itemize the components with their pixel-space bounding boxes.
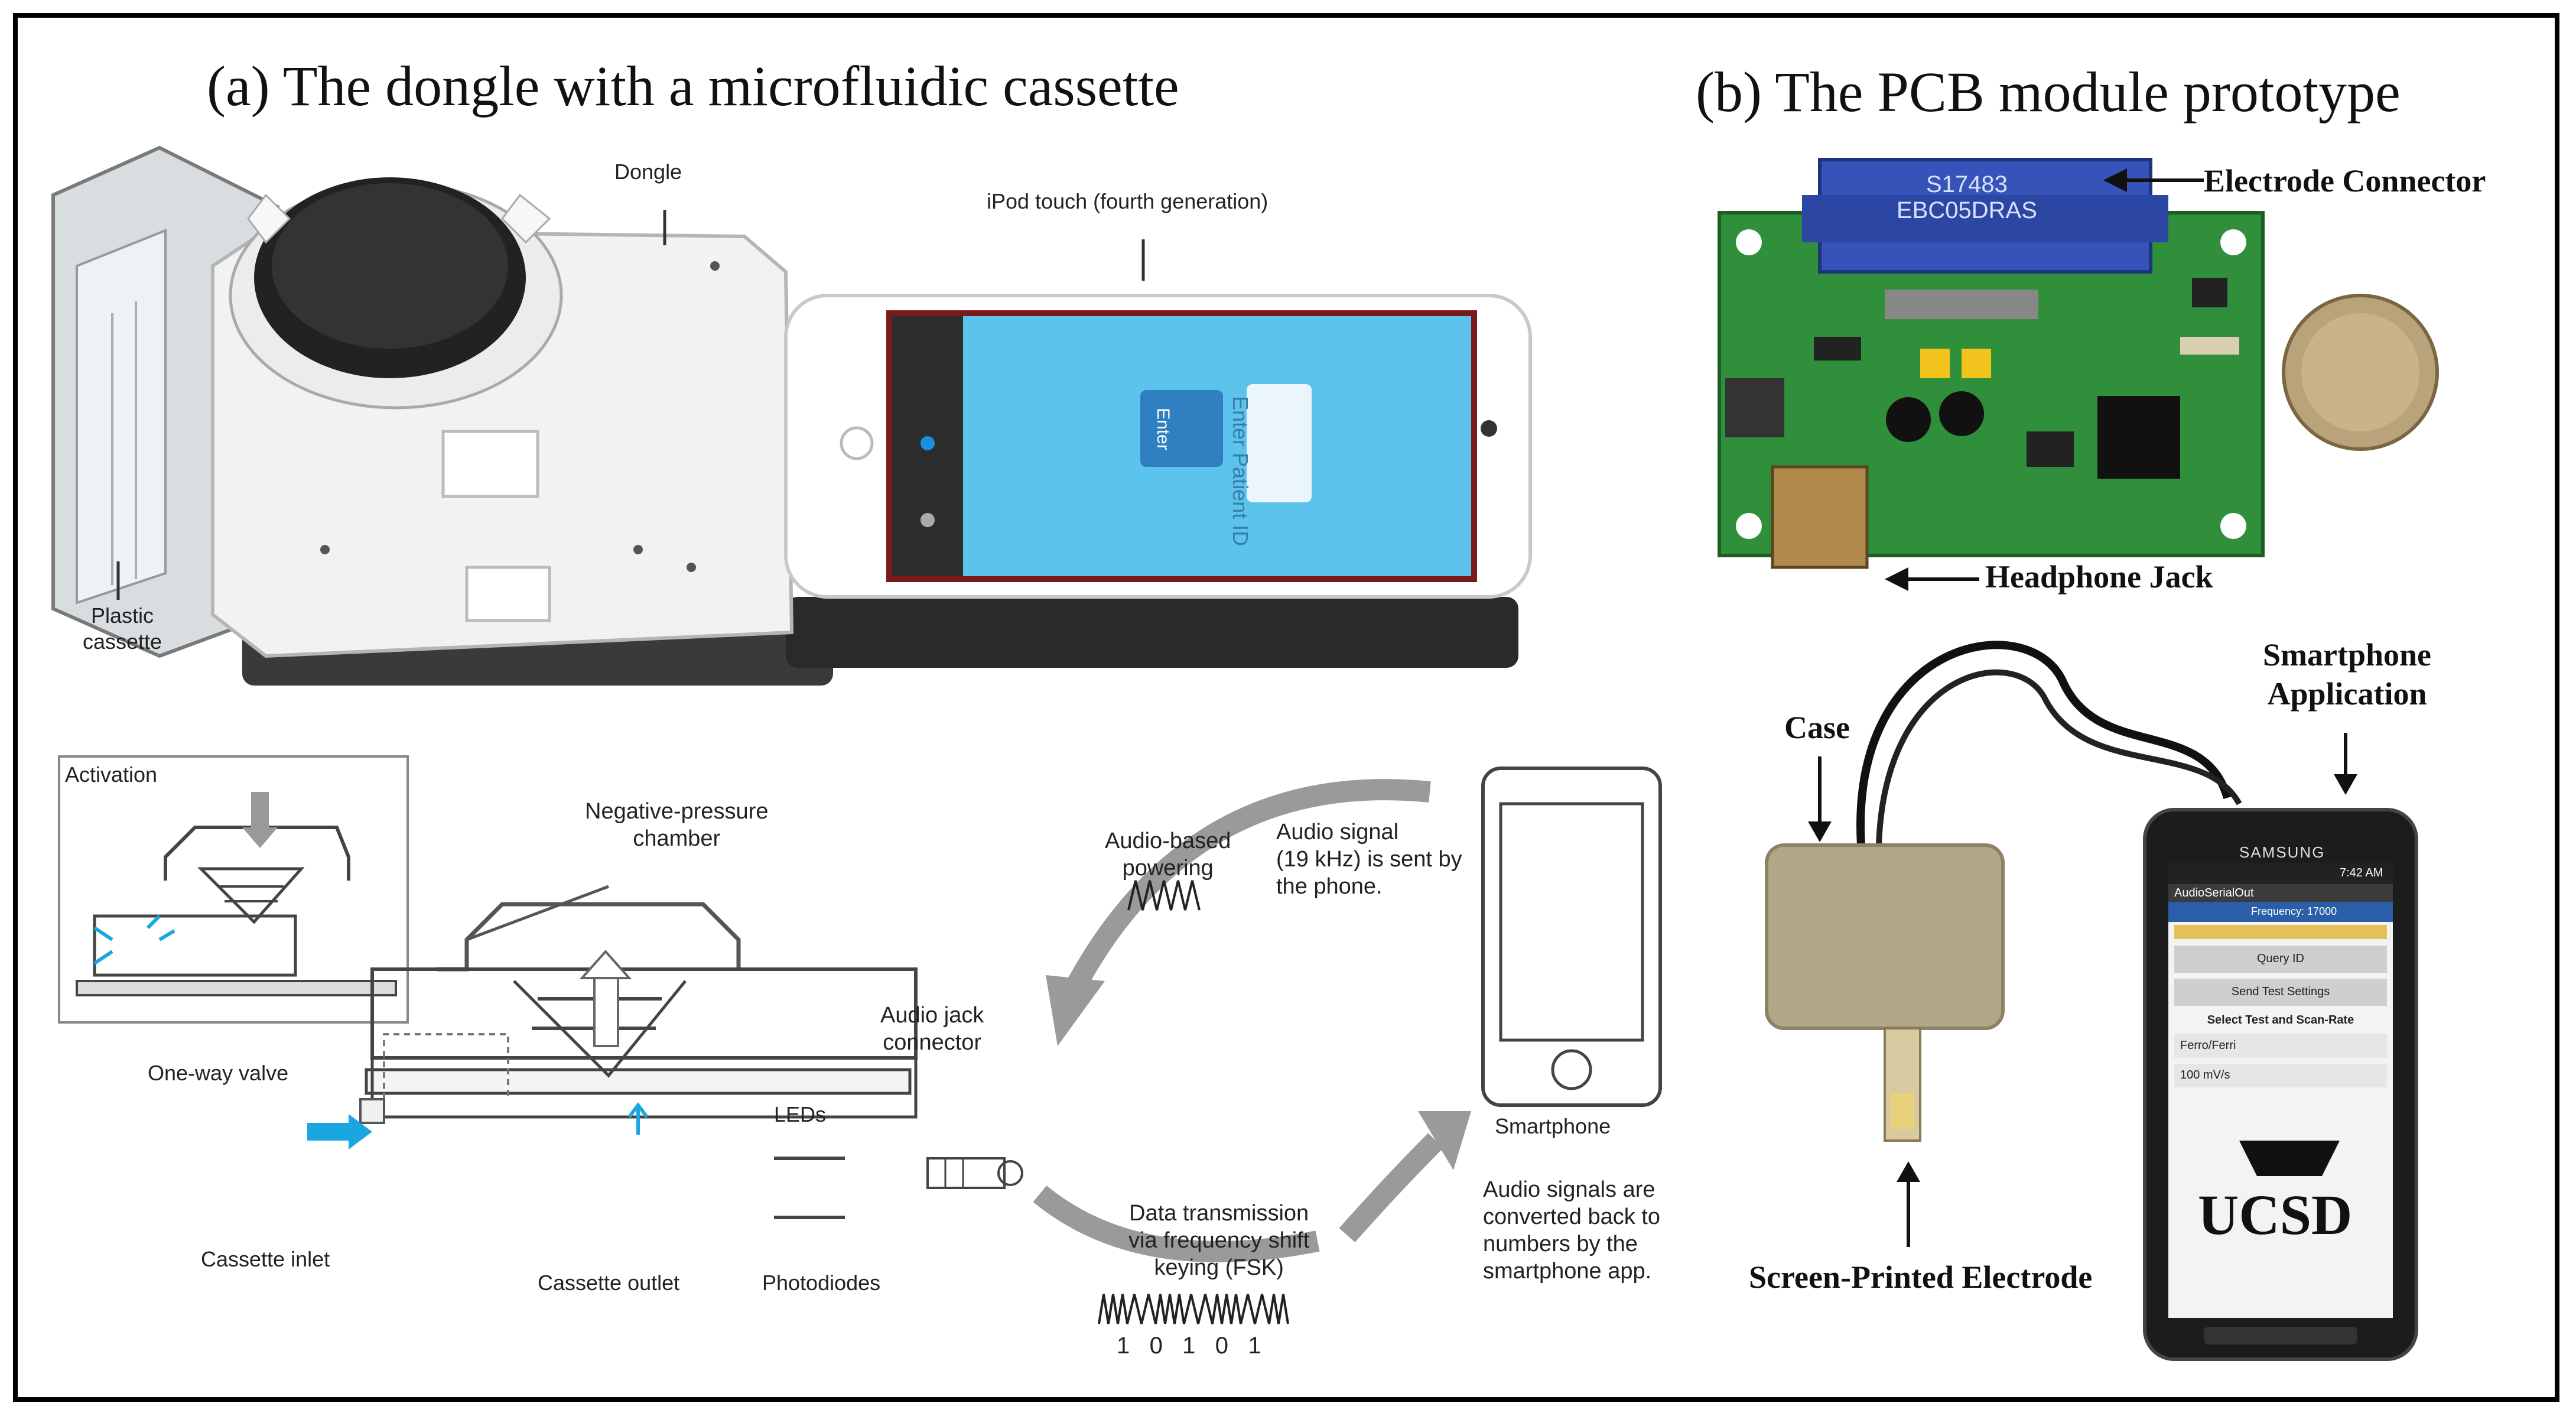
dongle-body <box>211 177 794 658</box>
label-chamber: Negative-pressure chamber <box>585 799 769 851</box>
test-select[interactable]: Ferro/Ferri <box>2180 1039 2236 1052</box>
phone-time: 7:42 AM <box>2340 866 2383 879</box>
label-audio-jack: Audio jack connector <box>880 1003 984 1055</box>
label-one-way-valve: One-way valve <box>148 1061 289 1085</box>
label-plastic-cassette: Plastic cassette <box>83 603 162 654</box>
connector-marking: S17483 EBC05DRAS <box>1897 171 2037 223</box>
label-audio-powering: Audio-based powering <box>1105 829 1231 881</box>
case-box <box>1765 843 2005 1030</box>
label-screen-printed-electrode: Screen-Printed Electrode <box>1749 1259 2093 1295</box>
label-case: Case <box>1784 710 1850 745</box>
panel-b-graphics <box>1718 158 2439 1361</box>
label-fsk-bits: 1 0 1 0 1 <box>1117 1333 1261 1359</box>
label-cassette-inlet: Cassette inlet <box>201 1247 330 1271</box>
label-electrode-connector: Electrode Connector <box>2204 163 2486 199</box>
label-smartphone-application: Smartphone Application <box>2263 637 2432 712</box>
pcb-module <box>1718 158 2265 569</box>
label-photodiodes: Photodiodes <box>762 1271 881 1295</box>
label-smartphone: Smartphone <box>1495 1114 1611 1138</box>
ipod-touch <box>784 294 1532 599</box>
label-data-transmission: Data transmission via frequency shift ke… <box>1128 1201 1310 1280</box>
label-activation: Activation <box>65 762 158 787</box>
figure-frame: (a) The dongle with a microfluidic casse… <box>13 13 2559 1402</box>
panel-a-title: (a) The dongle with a microfluidic casse… <box>207 54 1179 118</box>
label-audio-converted: Audio signals are converted back to numb… <box>1483 1177 1660 1284</box>
select-test-label: Select Test and Scan-Rate <box>2207 1014 2354 1027</box>
send-test-settings-button[interactable]: Send Test Settings <box>2231 985 2330 998</box>
phone-brand: SAMSUNG <box>2239 843 2325 861</box>
panel-a-diagram <box>58 755 1662 1324</box>
scan-rate-select[interactable]: 100 mV/s <box>2180 1069 2230 1082</box>
label-headphone-jack: Headphone Jack <box>1985 559 2213 595</box>
label-ipod: iPod touch (fourth generation) <box>987 189 1269 213</box>
app-name: AudioSerialOut <box>2174 886 2254 899</box>
app-frequency: Frequency: 17000 <box>2251 905 2337 917</box>
query-id-button[interactable]: Query ID <box>2256 952 2305 965</box>
label-audio-signal: Audio signal (19 kHz) is sent by the pho… <box>1276 820 1462 899</box>
smartphone-outline <box>1481 767 1662 1107</box>
label-dongle: Dongle <box>614 160 682 184</box>
activation-inset <box>58 755 409 1024</box>
label-leds: LEDs <box>774 1102 827 1126</box>
panel-b-title: (b) The PCB module prototype <box>1696 60 2401 124</box>
microfluidic-device <box>307 885 1023 1219</box>
label-cassette-outlet: Cassette outlet <box>538 1271 680 1295</box>
panel-a-photo <box>51 145 1532 686</box>
samsung-phone <box>2143 808 2418 1361</box>
ucsd-logo: UCSD <box>2198 1183 2353 1246</box>
